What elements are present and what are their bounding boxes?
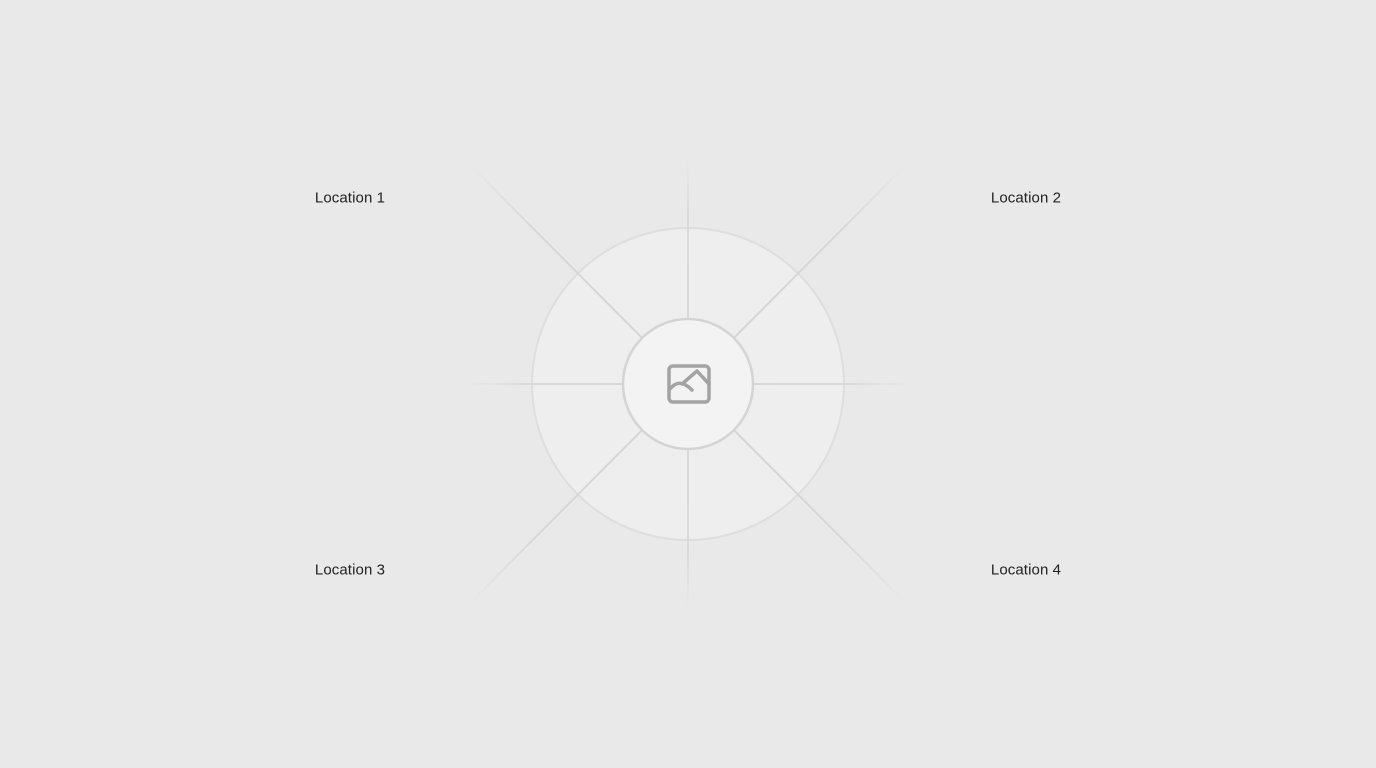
center-circle: [621, 317, 755, 451]
location-1-label: Location 1: [314, 189, 386, 207]
location-2-label: Location 2: [990, 189, 1062, 207]
image-placeholder-icon: [667, 364, 711, 404]
location-3-label: Location 3: [314, 561, 386, 579]
location-4-label: Location 4: [990, 561, 1062, 579]
